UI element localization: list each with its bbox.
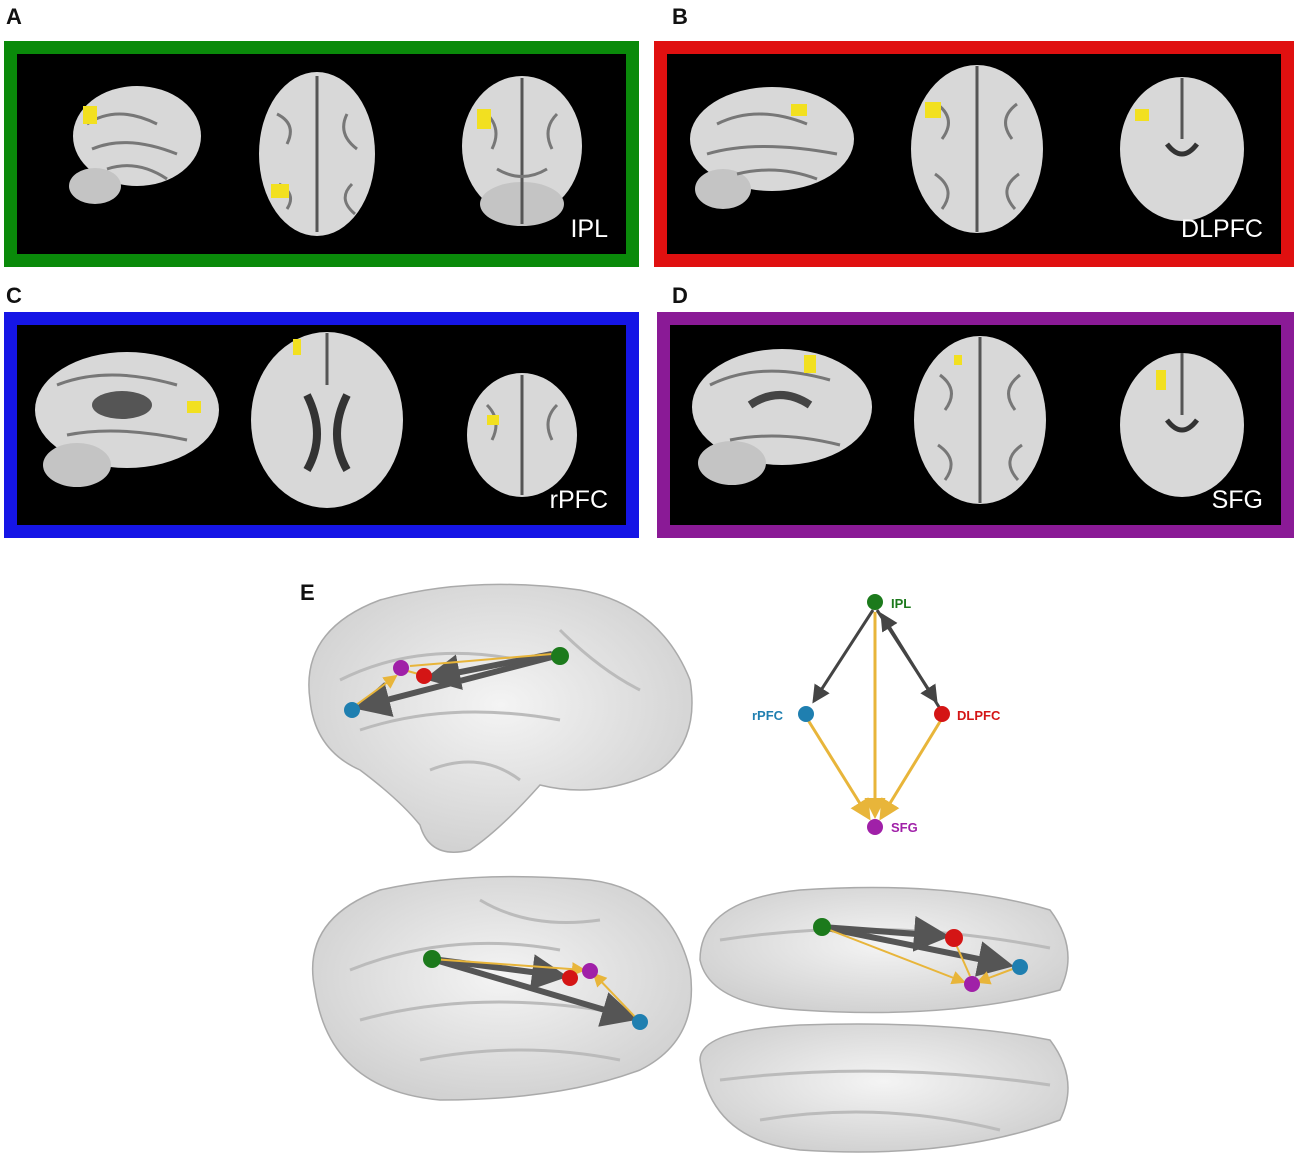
node-rpfc (344, 702, 360, 718)
node-dlpfc (562, 970, 578, 986)
region-label-sfg: SFG (1211, 486, 1263, 514)
sagittal-slice (690, 87, 854, 209)
node-dlpfc (416, 668, 432, 684)
axial-slice (914, 336, 1046, 504)
brain-nodes (344, 647, 1028, 1030)
node-ipl (813, 918, 831, 936)
node-sfg (964, 976, 980, 992)
activation-spot (293, 339, 301, 355)
activation-spot (804, 355, 816, 373)
node-sfg (393, 660, 409, 676)
activation-spot (271, 184, 289, 198)
node-ipl (423, 950, 441, 968)
brain-slices-c (35, 332, 577, 508)
panel-e-network: IPL rPFC DLPFC SFG (308, 583, 1069, 1153)
region-label-dlpfc: DLPFC (1181, 215, 1263, 243)
brain-slices-d (692, 336, 1244, 504)
coronal-slice (467, 373, 577, 497)
activation-spot (1135, 109, 1149, 121)
axial-slice (259, 72, 375, 236)
brain-lateral-left (308, 583, 693, 853)
sagittal-slice (69, 86, 201, 204)
brain-slices-a (69, 72, 582, 236)
activation-spot (83, 106, 97, 124)
network-schematic: IPL rPFC DLPFC SFG (752, 594, 1001, 835)
brain-slices-b (690, 65, 1244, 233)
label-ipl: IPL (891, 596, 911, 611)
schematic-node-dlpfc (934, 706, 950, 722)
region-label-rpfc: rPFC (549, 486, 608, 514)
panel-a-ipl: IPL (4, 41, 639, 267)
activation-spot (187, 401, 201, 413)
node-sfg (582, 963, 598, 979)
activation-spot (487, 415, 499, 425)
activation-spot (791, 104, 807, 116)
label-dlpfc: DLPFC (957, 708, 1001, 723)
panel-d-sfg: SFG (657, 312, 1294, 538)
brain-lateral-right (311, 875, 693, 1101)
axial-slice (911, 65, 1043, 233)
brain-ventral (699, 1023, 1069, 1153)
coronal-slice (462, 76, 582, 226)
region-label-ipl: IPL (570, 215, 608, 243)
activation-spot (954, 355, 962, 365)
panel-letter-b: B (672, 4, 688, 29)
schematic-node-sfg (867, 819, 883, 835)
edge-dlpfc-sfg (879, 719, 943, 821)
activation-spot (1156, 370, 1166, 390)
panel-c-rpfc: rPFC (4, 312, 639, 538)
schematic-node-rpfc (798, 706, 814, 722)
schematic-node-ipl (867, 594, 883, 610)
panel-letter-a: A (6, 4, 22, 29)
sagittal-slice (692, 349, 872, 485)
activation-spot (477, 109, 491, 129)
activation-spot (925, 102, 941, 118)
node-dlpfc (945, 929, 963, 947)
edge-rpfc-sfg (806, 719, 871, 821)
label-sfg: SFG (891, 820, 918, 835)
edge-dlpfc-ipl (880, 612, 941, 708)
node-rpfc (1012, 959, 1028, 975)
panel-letter-d: D (672, 283, 688, 308)
brain-dorsal (699, 886, 1069, 1014)
label-rpfc: rPFC (752, 708, 784, 723)
panel-letter-e: E (300, 580, 315, 605)
coronal-slice (1120, 77, 1244, 221)
axial-slice (251, 332, 403, 508)
node-ipl (551, 647, 569, 665)
coronal-slice (1120, 353, 1244, 497)
sagittal-slice (35, 352, 219, 487)
edge-ipl-rpfc (812, 609, 875, 704)
panel-letter-c: C (6, 283, 22, 308)
node-rpfc (632, 1014, 648, 1030)
panel-b-dlpfc: DLPFC (654, 41, 1294, 267)
